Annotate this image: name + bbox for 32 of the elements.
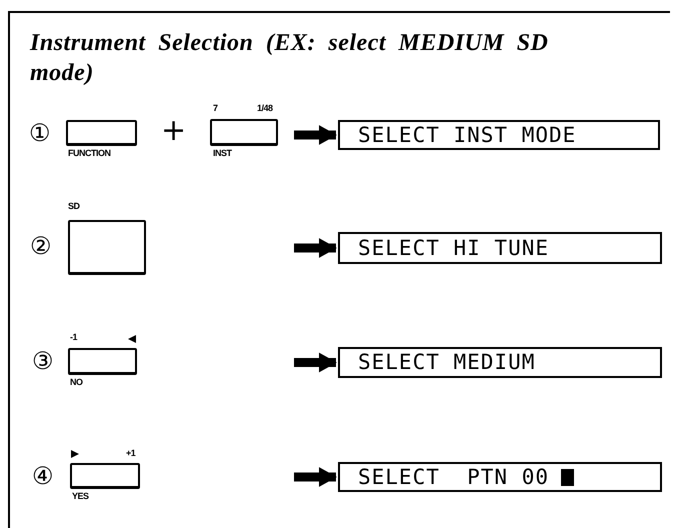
display-text: SELECT MEDIUM [358, 352, 536, 373]
key-button [68, 348, 137, 375]
step-number: ③ [32, 349, 54, 373]
key-button [68, 220, 146, 275]
lcd-display [338, 232, 662, 264]
key-label: FUNCTION [68, 149, 110, 158]
key-label: SD [68, 202, 80, 211]
display-text: SELECT HI TUNE [358, 238, 550, 258]
display-text: SELECT INST MODE [358, 124, 576, 146]
key-button [70, 463, 140, 489]
step-number: ① [29, 121, 51, 145]
key-label: INST [213, 149, 232, 158]
key-label: 7 [213, 104, 218, 113]
key-button [210, 119, 278, 146]
plus-sign: + [161, 116, 186, 146]
arrow [294, 238, 337, 258]
key-button [66, 120, 137, 146]
lcd-display [338, 347, 662, 378]
key-label: -1 [70, 333, 78, 342]
key-label: YES [72, 492, 89, 501]
arrow [294, 352, 337, 372]
arrow [294, 467, 337, 487]
key-label: 1/48 [257, 104, 273, 113]
arrow [294, 125, 337, 145]
key-label: +1 [126, 449, 136, 458]
display-text: SELECT PTN 00 [358, 466, 550, 488]
lcd-display [338, 120, 660, 150]
key-label: NO [70, 378, 82, 387]
lcd-display [338, 462, 662, 492]
title: Instrument Selection (EX: select MEDIUM SD mode) [30, 29, 550, 88]
step-number: ④ [32, 464, 54, 488]
step-number: ② [30, 234, 52, 258]
